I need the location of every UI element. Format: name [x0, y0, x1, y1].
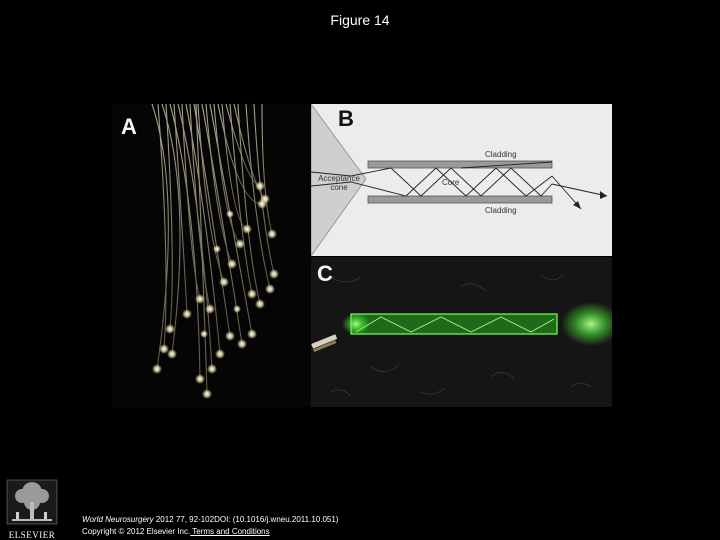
cladding-top-label: Cladding — [485, 150, 517, 159]
elsevier-tree-icon — [6, 479, 58, 525]
green-rod-photo — [311, 274, 612, 397]
citation-footer: World Neurosurgery 2012 77, 92-102DOI: (… — [82, 514, 338, 538]
cladding-bottom-label: Cladding — [485, 206, 517, 215]
panel-b-schematic: B Cladding Core Cladding Acceptance cone — [311, 104, 612, 256]
elsevier-logo: ELSEVIER — [4, 478, 60, 540]
figure-title: Figure 14 — [330, 12, 390, 28]
citation-details: 2012 77, 92-102DOI: (10.1016/j.wneu.2011… — [153, 515, 339, 524]
panel-b-label: B — [338, 106, 354, 131]
panel-c-photo: C — [311, 257, 612, 407]
elsevier-wordmark: ELSEVIER — [8, 530, 56, 540]
copyright-text: Copyright © 2012 Elsevier Inc. — [82, 527, 191, 536]
citation-line: World Neurosurgery 2012 77, 92-102DOI: (… — [82, 514, 338, 526]
core-label: Core — [442, 178, 460, 187]
total-internal-reflection-diagram — [311, 104, 608, 256]
terms-and-conditions-link[interactable]: Terms and Conditions — [190, 527, 270, 536]
copyright-line: Copyright © 2012 Elsevier Inc. Terms and… — [82, 526, 338, 538]
panel-c-label: C — [317, 261, 333, 286]
panel-a-label: A — [121, 114, 137, 139]
figure-image: A B Cladding Core Cladding Acceptance co… — [112, 104, 612, 407]
panel-a-fiber-bundle: A — [112, 104, 311, 407]
journal-name: World Neurosurgery — [82, 515, 154, 524]
acceptance-cone-label: Acceptance cone — [318, 174, 360, 192]
fiber-bundle-illustration — [151, 104, 279, 399]
